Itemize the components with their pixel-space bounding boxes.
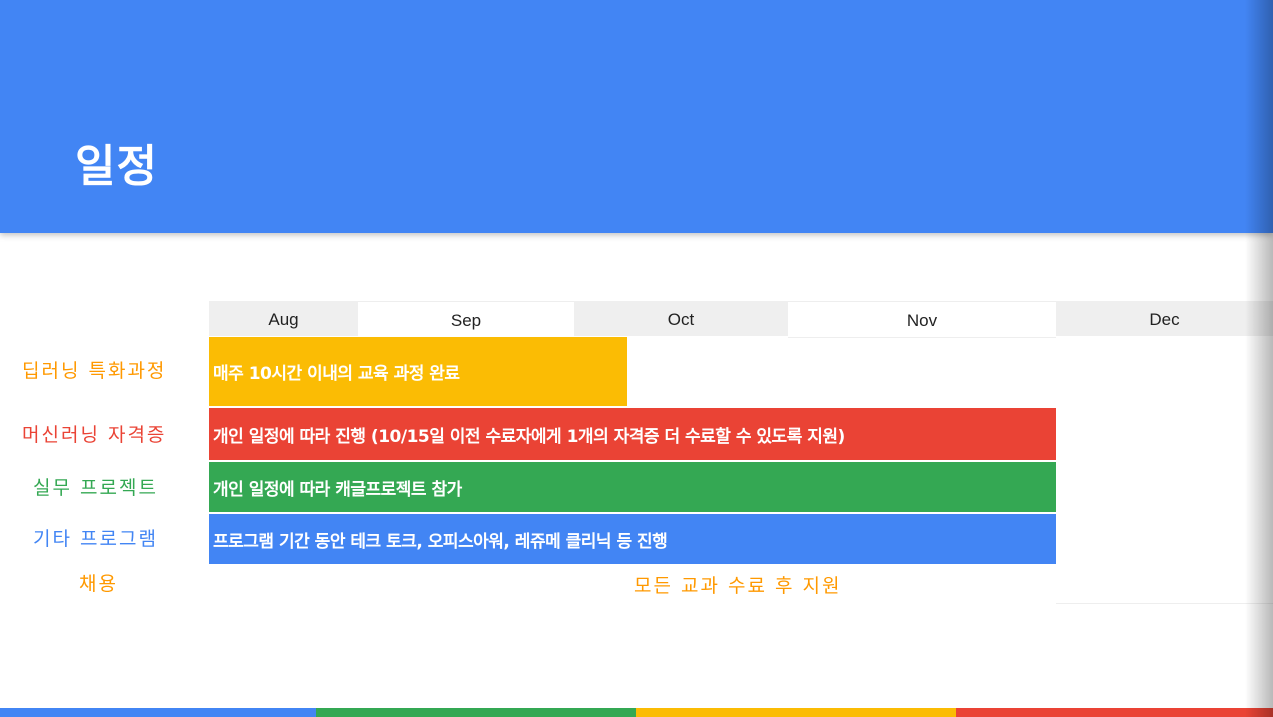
row-label-other-programs: 기타 프로그램 xyxy=(33,528,158,550)
row-label-practical-project: 실무 프로젝트 xyxy=(33,477,158,499)
row-label-deep-learning: 딥러닝 특화과정 xyxy=(22,360,167,382)
footer-strip-blue xyxy=(0,708,316,717)
row-label-hiring: 채용 xyxy=(79,573,118,595)
month-sep: Sep xyxy=(358,301,574,338)
bar-other-programs: 프로그램 기간 동안 테크 토크, 오피스아워, 레쥬메 클리닉 등 진행 xyxy=(209,514,1056,564)
bar-deep-learning-text: 매주 10시간 이내의 교육 과정 완료 xyxy=(213,364,460,384)
footer-strip-red xyxy=(956,708,1273,717)
row-label-ml-certificate: 머신러닝 자격증 xyxy=(22,424,167,446)
month-dec: Dec xyxy=(1056,301,1273,336)
footer-strip-yellow xyxy=(636,708,956,717)
bar-practical-project: 개인 일정에 따라 캐글프로젝트 참가 xyxy=(209,462,1056,512)
header-banner: 일정 xyxy=(0,0,1273,233)
bar-ml-certificate-text: 개인 일정에 따라 진행 (10/15일 이전 수료자에게 1개의 자격증 더 … xyxy=(213,426,845,447)
bar-deep-learning: 매주 10시간 이내의 교육 과정 완료 xyxy=(209,337,627,406)
bar-practical-project-text: 개인 일정에 따라 캐글프로젝트 참가 xyxy=(213,479,462,500)
footer-strip-green xyxy=(316,708,636,717)
dec-column-area xyxy=(1056,337,1273,604)
month-oct: Oct xyxy=(574,301,788,336)
month-nov: Nov xyxy=(788,301,1056,338)
month-aug: Aug xyxy=(209,301,358,336)
page-title: 일정 xyxy=(75,141,158,192)
bar-other-programs-text: 프로그램 기간 동안 테크 토크, 오피스아워, 레쥬메 클리닉 등 진행 xyxy=(213,531,668,552)
hiring-note: 모든 교과 수료 후 지원 xyxy=(634,575,842,597)
bar-ml-certificate: 개인 일정에 따라 진행 (10/15일 이전 수료자에게 1개의 자격증 더 … xyxy=(209,408,1056,460)
